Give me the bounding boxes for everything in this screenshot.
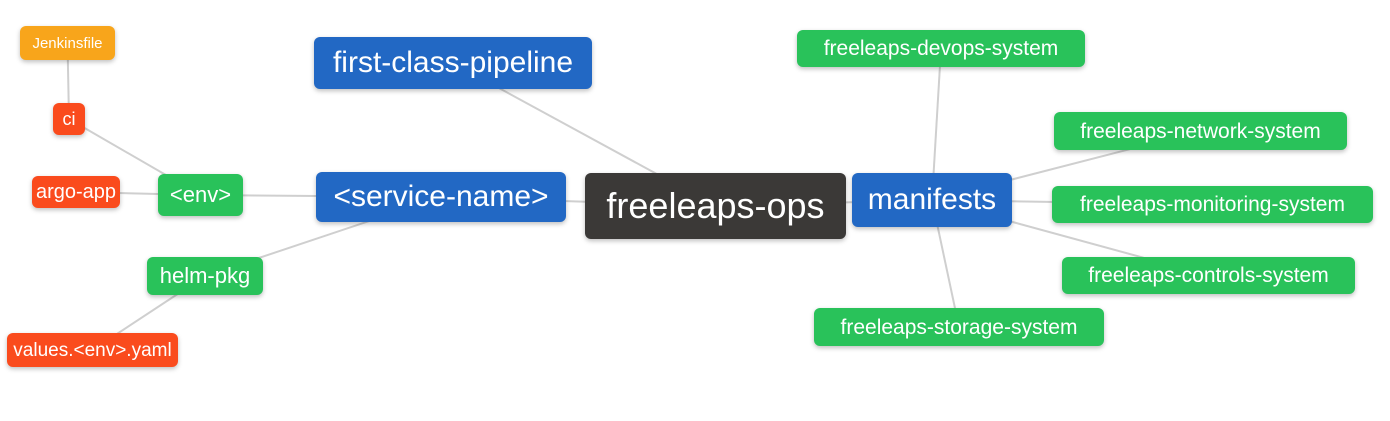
node-env[interactable]: <env> — [158, 174, 243, 216]
node-freeleaps-controls-system[interactable]: freeleaps-controls-system — [1062, 257, 1355, 294]
node-freeleaps-devops-system[interactable]: freeleaps-devops-system — [797, 30, 1085, 67]
node-freeleaps-storage-system[interactable]: freeleaps-storage-system — [814, 308, 1104, 346]
node-label: first-class-pipeline — [332, 46, 574, 79]
node-label: helm-pkg — [159, 263, 251, 288]
node-label: argo-app — [35, 181, 117, 203]
node-label: values.<env>.yaml — [13, 339, 172, 361]
node-label: manifests — [867, 183, 997, 216]
node-first-class-pipeline[interactable]: first-class-pipeline — [314, 37, 592, 89]
node-label: <service-name> — [333, 180, 549, 213]
node-argo-app[interactable]: argo-app — [32, 176, 120, 208]
node-label: freeleaps-network-system — [1080, 119, 1321, 143]
node-label: freeleaps-controls-system — [1088, 264, 1329, 287]
node-freeleaps-ops[interactable]: freeleaps-ops — [585, 173, 846, 239]
node-jenkinsfile[interactable]: Jenkinsfile — [20, 26, 115, 60]
node-label: freeleaps-ops — [606, 185, 825, 226]
node-label: <env> — [169, 182, 232, 207]
node-service-name[interactable]: <service-name> — [316, 172, 566, 222]
node-label: freeleaps-storage-system — [840, 315, 1078, 339]
node-values-env-yaml[interactable]: values.<env>.yaml — [7, 333, 178, 367]
node-label: ci — [62, 109, 76, 129]
node-label: freeleaps-monitoring-system — [1080, 193, 1345, 216]
node-helm-pkg[interactable]: helm-pkg — [147, 257, 263, 295]
node-manifests[interactable]: manifests — [852, 173, 1012, 227]
node-ci[interactable]: ci — [53, 103, 85, 135]
node-freeleaps-monitoring-system[interactable]: freeleaps-monitoring-system — [1052, 186, 1373, 223]
node-label: freeleaps-devops-system — [823, 37, 1059, 60]
node-label: Jenkinsfile — [32, 34, 103, 52]
node-freeleaps-network-system[interactable]: freeleaps-network-system — [1054, 112, 1347, 150]
